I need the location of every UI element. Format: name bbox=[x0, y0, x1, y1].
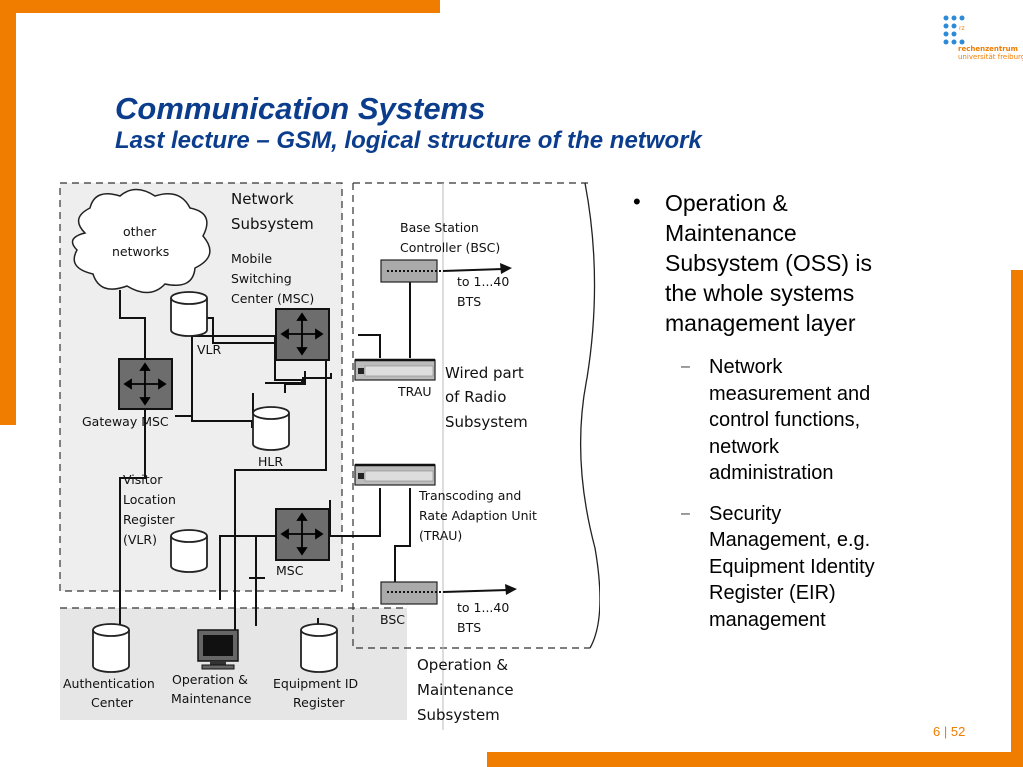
right-orange-bar bbox=[1011, 270, 1023, 767]
bullet-dash-icon: – bbox=[681, 358, 690, 375]
auc-label-1: Authentication bbox=[63, 676, 155, 691]
rechenzentrum-logo: rz bbox=[943, 15, 965, 45]
om-label-2: Maintenance bbox=[171, 691, 252, 706]
om-label-1: Operation & bbox=[172, 672, 248, 687]
vlr-top-cylinder-icon bbox=[170, 291, 208, 337]
auc-label-2: Center bbox=[91, 695, 134, 710]
sub-bullet-2-line-3: Equipment Identity bbox=[709, 555, 875, 578]
bts-bottom-label-2: BTS bbox=[457, 620, 481, 635]
eir-label-2: Register bbox=[293, 695, 345, 710]
wired-part-label-3: Subsystem bbox=[445, 413, 528, 431]
oss-label-3: Subsystem bbox=[417, 706, 500, 724]
page-title: Communication Systems bbox=[115, 91, 486, 126]
wired-part-label-2: of Radio bbox=[445, 388, 506, 406]
logo-line1: rechenzentrum bbox=[958, 45, 1018, 53]
logo-dot-grid bbox=[943, 15, 965, 45]
sub-bullet-1-line-5: administration bbox=[709, 462, 834, 484]
gsm-network-diagram: other networks Network Subsystem Mobile … bbox=[59, 182, 600, 730]
wired-part-label-1: Wired part bbox=[445, 364, 524, 382]
auc-cylinder-icon bbox=[92, 623, 130, 673]
logo-line2: universität freiburg bbox=[958, 53, 1023, 61]
logo-mark: rz bbox=[959, 25, 965, 32]
msc-title-2: Switching bbox=[231, 271, 292, 286]
eir-cylinder-icon bbox=[300, 623, 338, 673]
sub-bullet-1-line-2: measurement and bbox=[709, 382, 871, 405]
bullet-list: • Operation & Maintenance Subsystem (OSS… bbox=[633, 188, 933, 647]
msc-top-switch-icon bbox=[275, 308, 330, 361]
radio-subsystem-region bbox=[352, 182, 590, 649]
page-subtitle: Last lecture – GSM, logical structure of… bbox=[115, 127, 702, 154]
page-separator: | bbox=[940, 724, 951, 739]
bsc-top-box-icon bbox=[380, 259, 512, 283]
main-bullet-line-1: Operation & bbox=[665, 190, 788, 216]
bsc-title-2: Controller (BSC) bbox=[400, 240, 500, 255]
hlr-label: HLR bbox=[258, 454, 283, 469]
sub-bullet-1-line-3: control functions, bbox=[709, 409, 861, 431]
trau-desc-1: Transcoding and bbox=[418, 488, 521, 503]
page-number: 6 | 52 bbox=[933, 724, 965, 739]
sub-bullet-2-line-5: management bbox=[709, 608, 826, 631]
sub-bullet-network: – Network measurement and control functi… bbox=[633, 354, 933, 487]
bsc-bottom-box-icon bbox=[380, 581, 517, 605]
bsc-title-1: Base Station bbox=[400, 220, 479, 235]
eir-label-1: Equipment ID bbox=[273, 676, 358, 691]
main-bullet-line-3: Subsystem (OSS) is bbox=[665, 250, 873, 276]
gateway-msc-label: Gateway MSC bbox=[82, 414, 169, 429]
trau-desc-3: (TRAU) bbox=[419, 528, 462, 543]
cloud-label-1: other bbox=[123, 224, 157, 239]
main-bullet-line-5: management layer bbox=[665, 310, 856, 336]
visitor-vlr-label-1: Visitor bbox=[123, 472, 163, 487]
title-block: Communication Systems Last lecture – GSM… bbox=[115, 92, 702, 156]
sub-bullet-2-line-1: Security bbox=[709, 502, 782, 525]
main-bullet-line-4: the whole systems bbox=[665, 280, 855, 306]
bts-bottom-label-1: to 1...40 bbox=[457, 600, 509, 615]
trau-top-box-icon bbox=[354, 358, 436, 381]
gateway-msc-switch-icon bbox=[118, 358, 173, 410]
oss-label-1: Operation & bbox=[417, 656, 508, 674]
msc-title-1: Mobile bbox=[231, 251, 272, 266]
cloud-label-2: networks bbox=[112, 244, 169, 259]
top-left-orange-bar bbox=[0, 0, 440, 13]
other-networks-cloud bbox=[71, 188, 211, 294]
network-subsystem-label-2: Subsystem bbox=[231, 215, 314, 233]
trau-top-label: TRAU bbox=[397, 384, 432, 399]
sub-bullet-2-line-2: Management, e.g. bbox=[709, 529, 871, 551]
sub-bullet-2-line-4: Register (EIR) bbox=[709, 582, 836, 604]
page-total: 52 bbox=[950, 724, 966, 739]
msc-bottom-switch-icon bbox=[275, 508, 330, 561]
vlr-bottom-cylinder-icon bbox=[170, 529, 208, 573]
bsc-bottom-label: BSC bbox=[380, 612, 405, 627]
main-bullet-line-2: Maintenance bbox=[665, 220, 797, 246]
bullet-dot-icon: • bbox=[633, 189, 641, 214]
connection-lines bbox=[119, 263, 411, 630]
sub-bullet-1-line-1: Network bbox=[709, 356, 783, 378]
vlr-label: VLR bbox=[197, 342, 222, 357]
bts-top-label-2: BTS bbox=[457, 294, 481, 309]
msc-title-3: Center (MSC) bbox=[231, 291, 314, 306]
main-bullet: • Operation & Maintenance Subsystem (OSS… bbox=[633, 188, 933, 338]
visitor-vlr-label-4: (VLR) bbox=[123, 532, 157, 547]
msc-bottom-label: MSC bbox=[276, 563, 304, 578]
om-terminal-icon bbox=[197, 629, 239, 670]
sub-bullet-1-line-4: network bbox=[709, 435, 780, 458]
visitor-vlr-label-3: Register bbox=[123, 512, 175, 527]
left-orange-bar bbox=[0, 0, 16, 425]
network-subsystem-label-1: Network bbox=[231, 190, 294, 208]
trau-desc-2: Rate Adaption Unit bbox=[419, 508, 537, 523]
bts-top-label-1: to 1...40 bbox=[457, 274, 509, 289]
sub-bullet-security: – Security Management, e.g. Equipment Id… bbox=[633, 501, 933, 634]
bottom-orange-bar bbox=[487, 752, 1023, 767]
visitor-vlr-label-2: Location bbox=[123, 492, 176, 507]
oss-label-2: Maintenance bbox=[417, 681, 514, 699]
bullet-dash-icon: – bbox=[681, 504, 690, 522]
brace bbox=[579, 182, 600, 649]
page-current: 6 bbox=[933, 724, 941, 739]
hlr-cylinder-icon bbox=[252, 406, 290, 451]
trau-bottom-box-icon bbox=[354, 463, 436, 486]
